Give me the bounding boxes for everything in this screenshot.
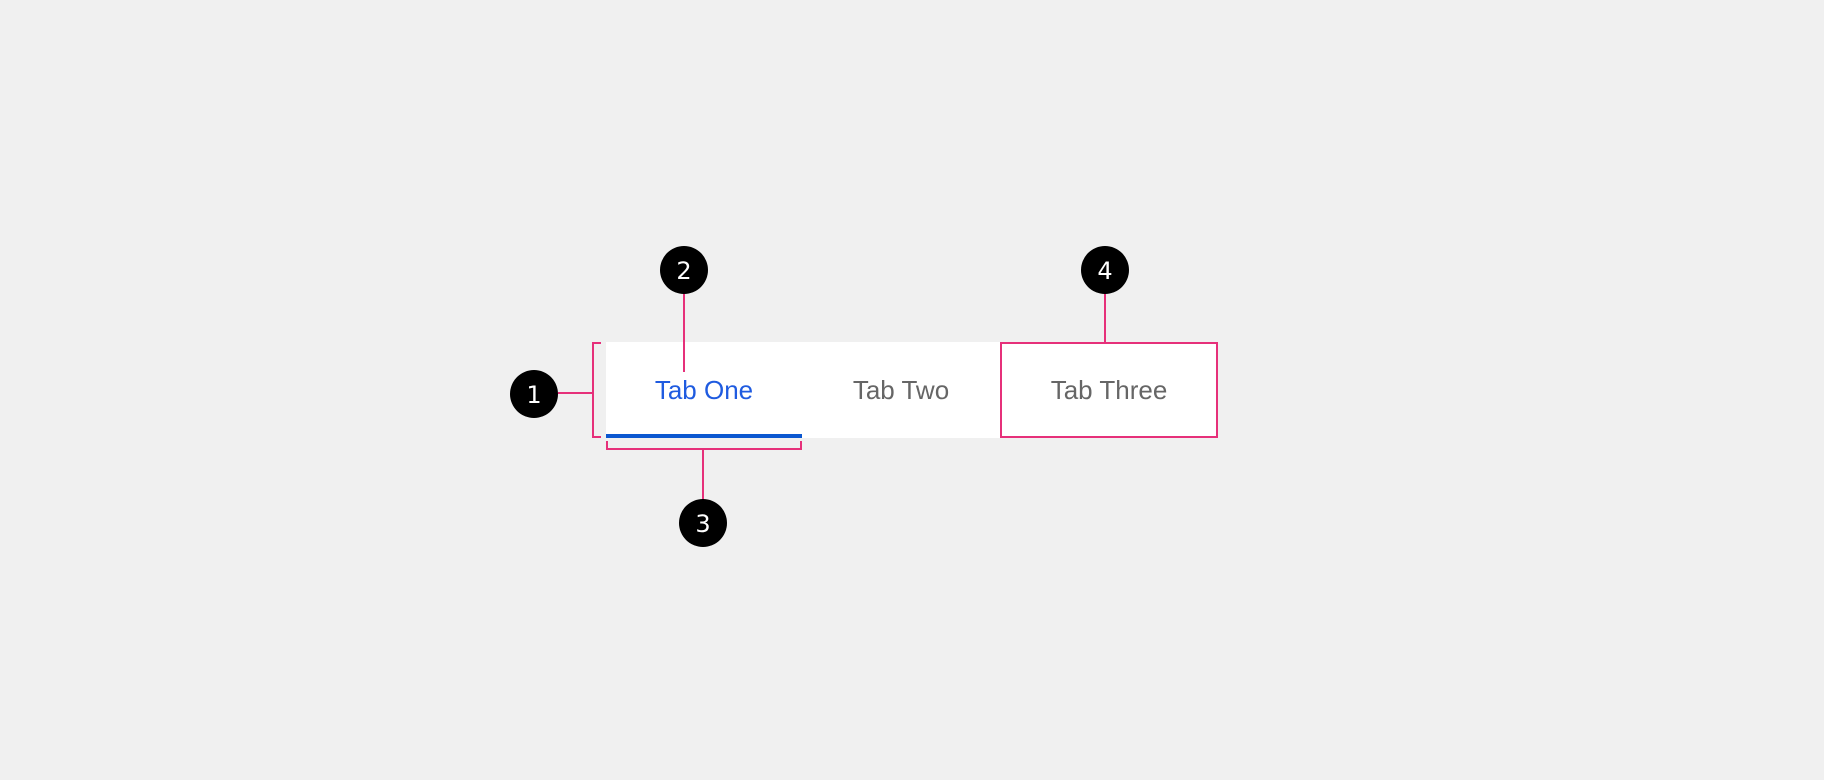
active-tab-indicator <box>606 434 802 438</box>
callout-marker-3: 3 <box>679 499 727 547</box>
tab-two-label: Tab Two <box>852 374 950 405</box>
callout-3-bracket <box>606 441 802 450</box>
callout-marker-4: 4 <box>1081 246 1129 294</box>
tab-one-label: Tab One <box>654 374 754 405</box>
callout-number-1: 1 <box>526 381 541 409</box>
callout-number-4: 4 <box>1097 257 1112 285</box>
callout-number-3: 3 <box>695 510 710 538</box>
tab-three[interactable]: Tab Three <box>1000 342 1218 438</box>
callout-marker-1: 1 <box>510 370 558 418</box>
tab-bar: Tab One Tab Two Tab Three <box>606 342 1218 438</box>
callout-marker-2: 2 <box>660 246 708 294</box>
callout-1-bracket <box>592 342 601 438</box>
callout-number-2: 2 <box>676 257 691 285</box>
tab-one[interactable]: Tab One <box>606 342 802 438</box>
tab-two[interactable]: Tab Two <box>802 342 1000 438</box>
tab-three-label: Tab Three <box>1050 374 1168 405</box>
